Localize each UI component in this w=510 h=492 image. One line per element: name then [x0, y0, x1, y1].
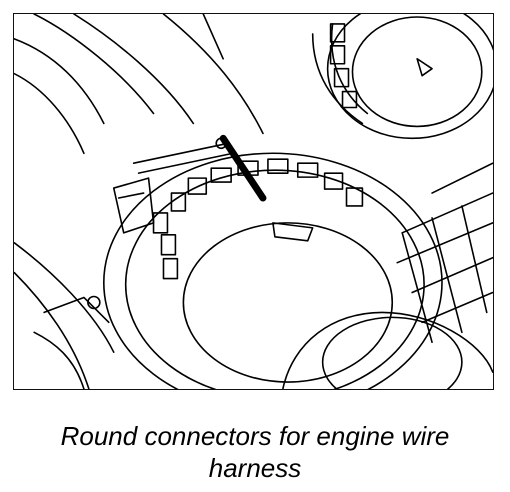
caption-line-2: harness [208, 453, 302, 483]
caption-line-1: Round connectors for engine wire [60, 421, 450, 451]
upper-right-connector [311, 14, 493, 140]
housing-outline [14, 14, 264, 389]
technical-illustration [13, 13, 494, 390]
right-grid-bracket [396, 162, 493, 344]
figure-caption: Round connectors for engine wire harness [0, 420, 510, 484]
coupling-ring-ribs [152, 158, 364, 280]
main-round-connector [103, 152, 493, 389]
locking-tool [112, 134, 267, 234]
upper-connector-ribs [329, 23, 358, 109]
